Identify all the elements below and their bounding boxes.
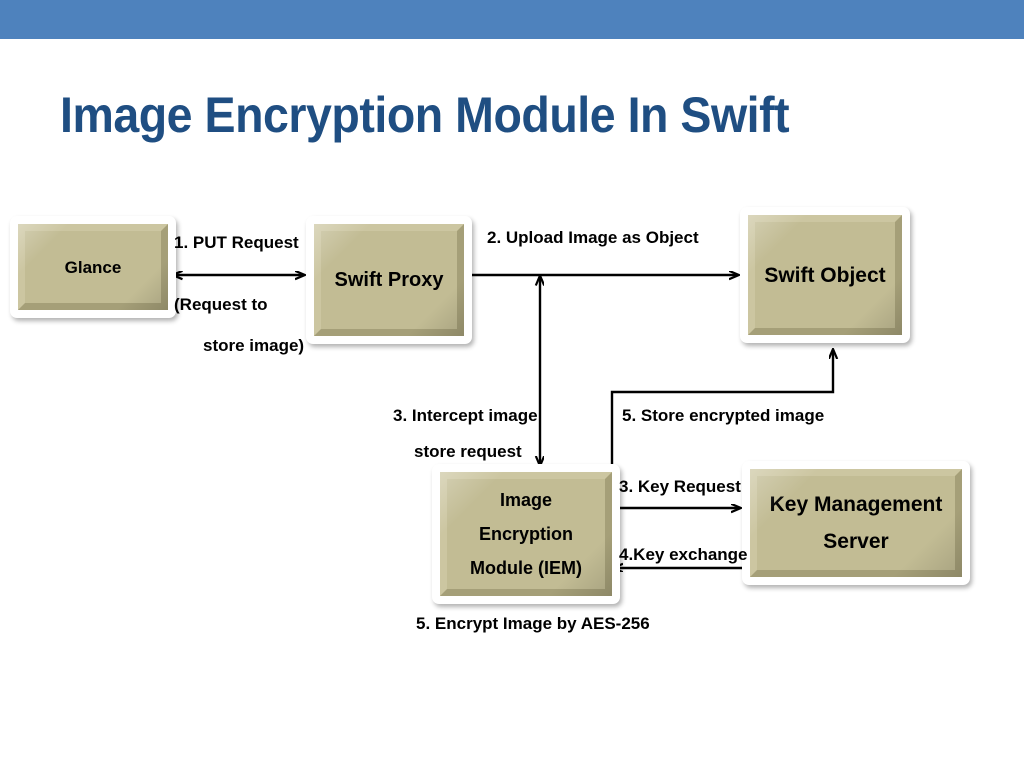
node-image-encryption-module[interactable]: Image Encryption Module (IEM): [432, 464, 620, 604]
node-swift-proxy-body: Swift Proxy: [314, 224, 464, 336]
page-title: Image Encryption Module In Swift: [60, 87, 790, 143]
edge-label-key-request: 3. Key Request: [619, 477, 741, 496]
node-iem-label-line1: Image: [499, 490, 553, 510]
edge-label-request-to: (Request to: [174, 295, 268, 314]
node-swift-proxy-label: Swift Proxy: [334, 269, 444, 291]
node-glance-body: Glance: [18, 224, 168, 310]
edge-label-key-exchange: 4.Key exchange: [619, 545, 748, 564]
node-iem-label-line2: Encryption: [478, 524, 573, 544]
node-iem-body: Image Encryption Module (IEM): [440, 472, 612, 596]
node-iem-label-line3: Module (IEM): [470, 558, 582, 578]
edge-label-store-encrypted-image: 5. Store encrypted image: [622, 406, 825, 425]
node-key-management-server[interactable]: Key Management Server: [742, 461, 970, 585]
edge-label-encrypt-image-aes256: 5. Encrypt Image by AES-256: [416, 614, 650, 633]
edge-label-intercept-image: 3. Intercept image: [393, 406, 538, 425]
edge-label-store-request: store request: [414, 442, 522, 461]
node-swift-object-body: Swift Object: [748, 215, 902, 335]
edge-label-put-request: 1. PUT Request: [174, 233, 299, 252]
node-swift-proxy[interactable]: Swift Proxy: [306, 216, 472, 344]
node-kms-label-line1: Key Management: [769, 493, 943, 516]
edge-label-store-image: store image): [203, 336, 305, 355]
node-swift-object-label: Swift Object: [764, 263, 886, 287]
node-swift-object[interactable]: Swift Object: [740, 207, 910, 343]
node-kms-body: Key Management Server: [750, 469, 962, 577]
node-glance-label: Glance: [64, 257, 122, 277]
top-accent-bar: [0, 0, 1024, 39]
node-kms-label-line2: Server: [823, 530, 889, 553]
node-glance[interactable]: Glance: [10, 216, 176, 318]
edge-label-upload-image-as-object: 2. Upload Image as Object: [487, 228, 699, 247]
